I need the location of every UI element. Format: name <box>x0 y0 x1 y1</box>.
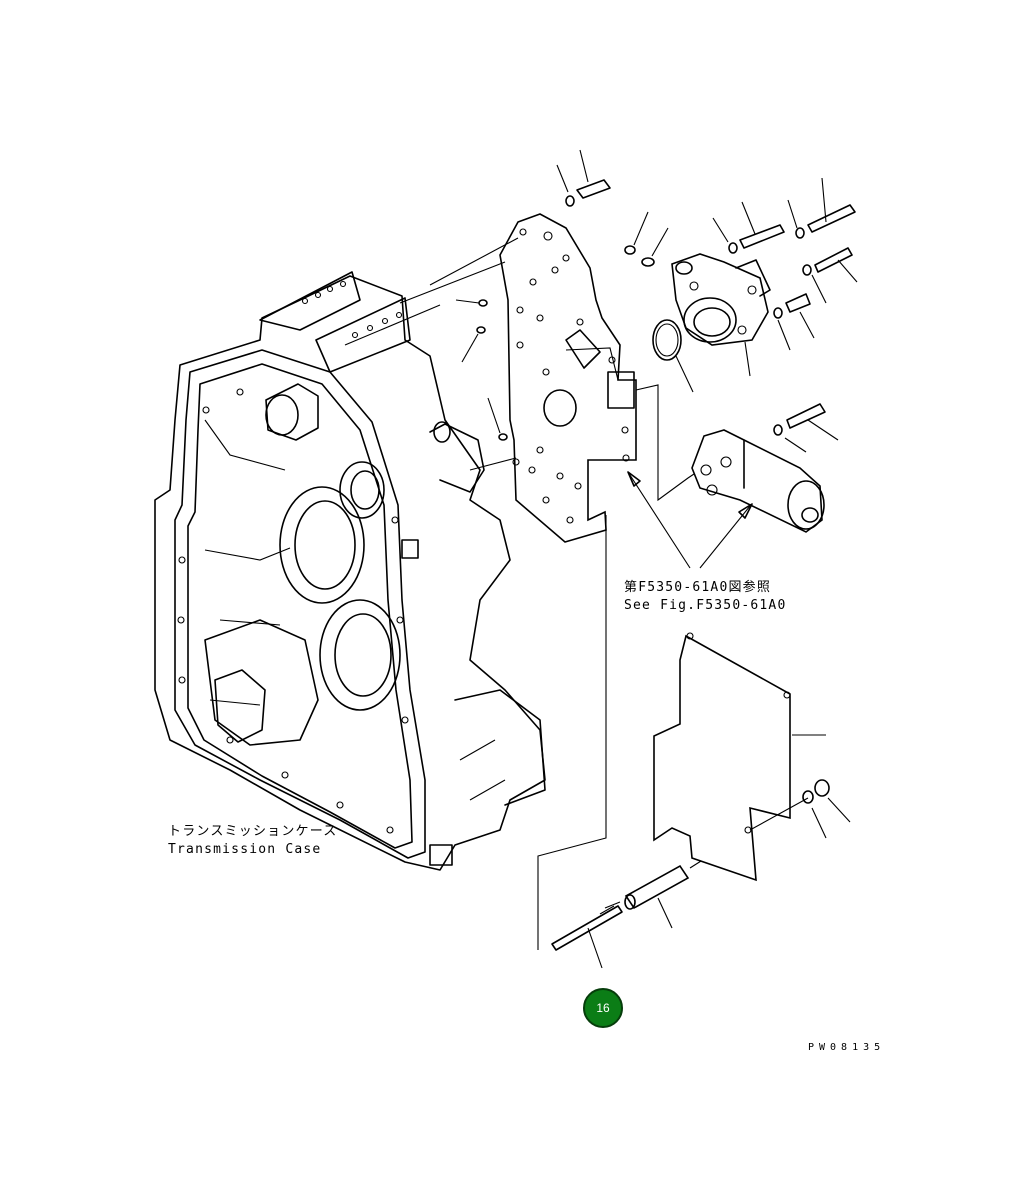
reference-arrows <box>627 471 753 569</box>
case-label-en: Transmission Case <box>168 842 322 857</box>
solenoid-valve-upper <box>652 177 858 393</box>
page-number-badge[interactable]: 16 <box>583 988 623 1028</box>
reference-label-jp: 第F5350-61A0図参照 <box>624 580 772 595</box>
solenoid-valve-lower <box>691 403 839 533</box>
pipes <box>551 864 690 969</box>
case-label-jp: トランスミッションケース <box>168 824 338 839</box>
reference-label-en: See Fig.F5350-61A0 <box>624 598 787 613</box>
valve-plate <box>499 213 637 543</box>
upper-bolt-assembly <box>455 149 669 441</box>
transmission-case <box>154 271 546 871</box>
drawing-code: PW08135 <box>808 1042 886 1053</box>
page-number: 16 <box>596 1001 610 1015</box>
cover-plate <box>653 632 851 882</box>
